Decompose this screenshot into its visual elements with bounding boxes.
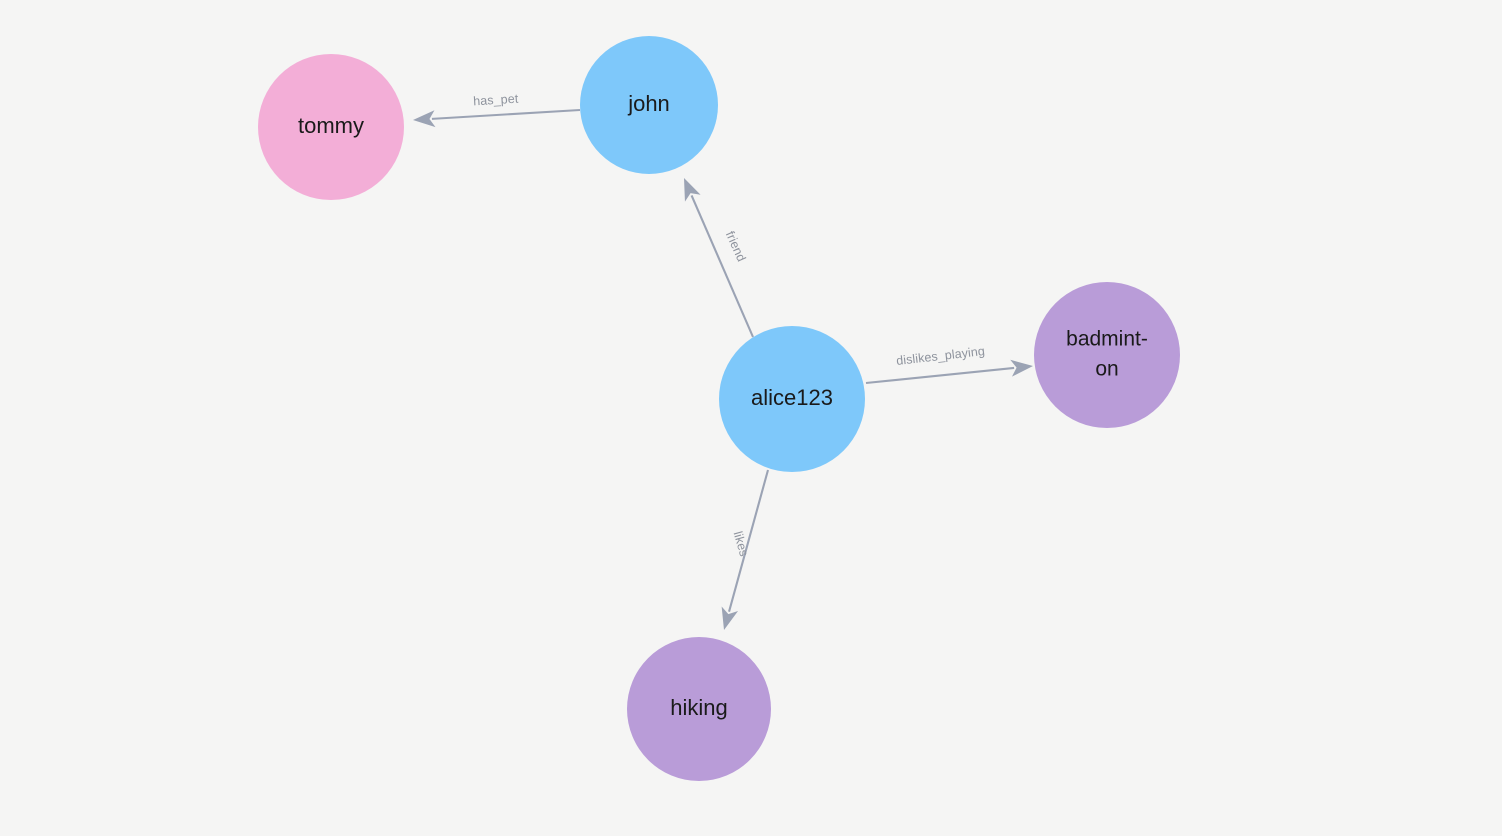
edge-arrowhead-icon bbox=[721, 606, 739, 630]
node-circle[interactable] bbox=[719, 326, 865, 472]
graph-node-alice123[interactable]: alice123 bbox=[719, 326, 865, 472]
node-circle[interactable] bbox=[258, 54, 404, 200]
node-circle[interactable] bbox=[580, 36, 718, 174]
graph-node-hiking[interactable]: hiking bbox=[627, 637, 771, 781]
node-circle[interactable] bbox=[1034, 282, 1180, 428]
edge-line bbox=[431, 108, 581, 120]
edge-arrowhead-icon bbox=[1010, 359, 1033, 377]
nodes-layer: tommy john alice123 badmint-on hiking bbox=[258, 36, 1180, 781]
node-label: alice123 bbox=[751, 385, 833, 410]
node-label: on bbox=[1095, 358, 1118, 381]
graph-edge[interactable]: dislikes_playing bbox=[865, 344, 1033, 385]
edge-label: dislikes_playing bbox=[895, 344, 985, 368]
graph-node-john[interactable]: john bbox=[580, 36, 718, 174]
edge-line bbox=[865, 366, 1015, 385]
graph-edge[interactable]: has_pet bbox=[413, 92, 581, 128]
node-label: hiking bbox=[670, 695, 727, 720]
edge-line bbox=[728, 469, 770, 612]
node-circle[interactable] bbox=[627, 637, 771, 781]
edge-label: has_pet bbox=[473, 92, 519, 109]
edge-arrowhead-icon bbox=[684, 178, 701, 202]
graph-node-tommy[interactable]: tommy bbox=[258, 54, 404, 200]
graph-node-badminton[interactable]: badmint-on bbox=[1034, 282, 1180, 428]
edge-arrowhead-icon bbox=[413, 110, 436, 128]
edge-label: friend bbox=[723, 229, 749, 264]
edge-label: likes bbox=[731, 530, 751, 558]
edge-line bbox=[690, 195, 754, 338]
node-label: tommy bbox=[298, 113, 364, 138]
graph-edge[interactable]: likes bbox=[721, 469, 770, 630]
node-label: john bbox=[627, 91, 670, 116]
graph-edge[interactable]: friend bbox=[684, 178, 754, 338]
node-label: badmint- bbox=[1066, 328, 1148, 351]
